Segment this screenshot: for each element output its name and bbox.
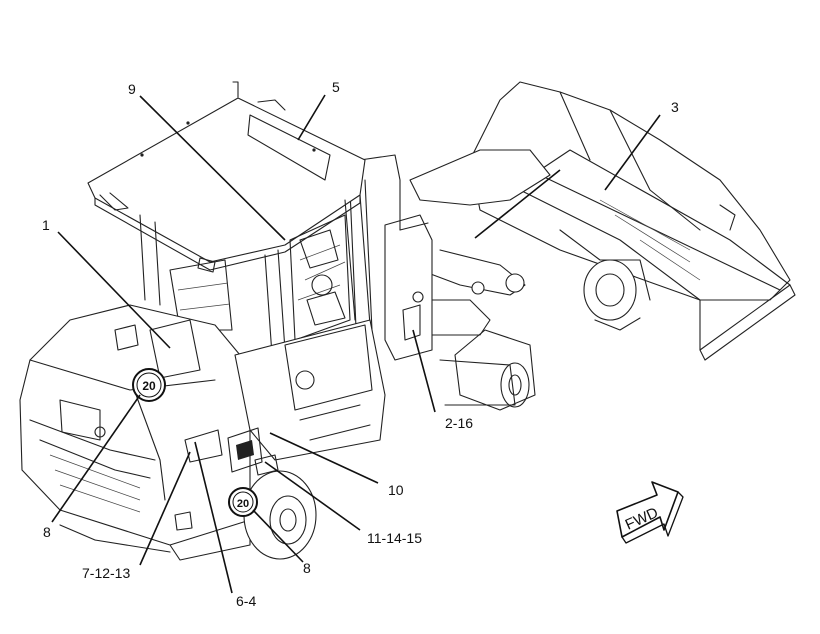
callout-7-12-13: 7-12-13 bbox=[82, 565, 130, 581]
callout-labels: 1 9 5 3 2-16 10 11-14-15 8 8 7-12-13 6-4 bbox=[42, 79, 679, 609]
speed-decal-right-text: 20 bbox=[237, 498, 249, 510]
callout-11-14-15: 11-14-15 bbox=[367, 530, 422, 546]
callout-10: 10 bbox=[388, 482, 404, 498]
cab-roof bbox=[87, 81, 366, 273]
forward-direction-arrow-icon: FWD bbox=[616, 481, 684, 544]
speed-decal-left-text: 20 bbox=[142, 379, 156, 393]
wheel-loader-drawing bbox=[19, 81, 796, 561]
callout-8-left: 8 bbox=[43, 524, 51, 540]
callout-3: 3 bbox=[671, 99, 679, 115]
callout-2-16: 2-16 bbox=[445, 415, 473, 431]
loader-bucket bbox=[469, 81, 796, 361]
callout-8-right: 8 bbox=[303, 560, 311, 576]
cab-frame bbox=[139, 194, 371, 356]
callout-5: 5 bbox=[332, 79, 340, 95]
front-wheel bbox=[454, 329, 536, 411]
speed-decal-left: 20 bbox=[132, 368, 166, 402]
callout-9: 9 bbox=[128, 81, 136, 97]
speed-decal-right: 20 bbox=[228, 487, 258, 517]
rear-fender bbox=[184, 319, 386, 476]
callout-6-4: 6-4 bbox=[236, 593, 256, 609]
callout-1: 1 bbox=[42, 217, 50, 233]
lift-arm bbox=[409, 149, 551, 408]
leader-lines bbox=[51, 94, 661, 594]
rear-wheel bbox=[243, 470, 317, 560]
